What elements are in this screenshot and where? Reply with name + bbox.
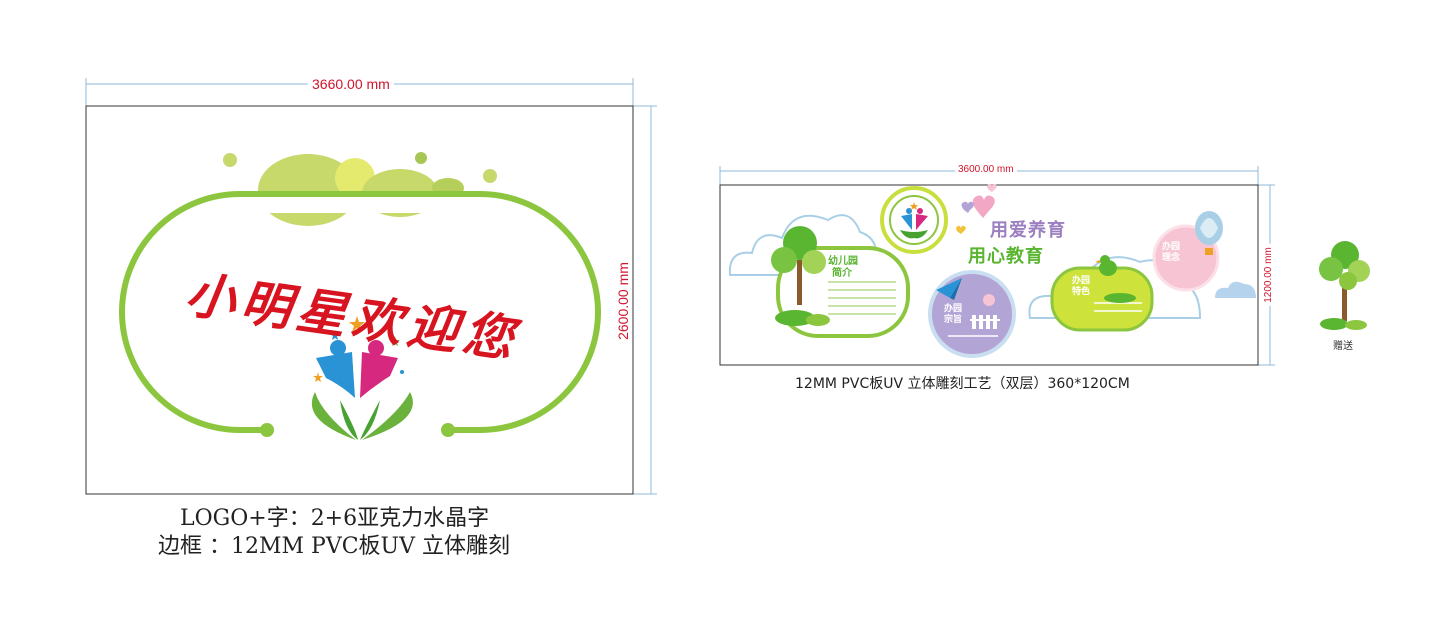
- panel-concept-title: 办园 理念: [1162, 242, 1180, 264]
- slogan-line1: 用爱养育: [990, 220, 1066, 241]
- left-height-label: 2600.00 mm: [613, 258, 632, 344]
- logo-people-icon: [311, 316, 413, 440]
- logo-people-icon: [900, 202, 928, 239]
- bird-icon: [1095, 255, 1136, 303]
- cloud-icon: [1215, 281, 1256, 298]
- tree-icon: [1319, 241, 1370, 330]
- panel-purpose-title: 办园 宗旨: [944, 304, 962, 326]
- right-height-label: 1200.00 mm: [1261, 244, 1276, 306]
- left-caption-line1: LOGO+字：2+6亚克力水晶字: [180, 506, 490, 531]
- panel-intro-title-line1: 幼儿园: [828, 256, 858, 267]
- left-caption-line2: 边框 ：12MM PVC板UV 立体雕刻: [158, 534, 510, 559]
- panel-purpose-title-line1: 办园: [944, 304, 963, 314]
- left-board-graphic: [85, 78, 657, 495]
- panel-concept-title-line1: 办园: [1162, 242, 1181, 252]
- heart-icon: [956, 183, 997, 234]
- panel-feature-title-line2: 特色: [1072, 287, 1091, 297]
- paper-plane-icon: [936, 278, 962, 300]
- hot-air-balloon-icon: [1195, 211, 1223, 255]
- right-board-graphic: [719, 166, 1275, 366]
- right-caption: 12MM PVC板UV 立体雕刻工艺（双层）360*120CM: [795, 376, 1130, 392]
- panel-feature-title-line1: 办园: [1072, 276, 1091, 286]
- fence-icon: [970, 294, 1000, 329]
- panel-intro-lines: [828, 281, 896, 315]
- panel-purpose-title-line2: 宗旨: [944, 315, 963, 325]
- panel-feature-lines: [1094, 302, 1142, 312]
- gift-label: 赠送: [1333, 341, 1353, 352]
- panel-feature-title: 办园 特色: [1072, 276, 1090, 298]
- green-rounded-frame: [118, 191, 602, 433]
- slogan-line2: 用心教育: [968, 246, 1044, 267]
- tree-icon: [771, 226, 830, 326]
- panel-purpose: [928, 270, 1016, 358]
- panel-intro-title: 幼儿园 简介: [828, 256, 858, 280]
- right-width-label: 3600.00 mm: [955, 163, 1017, 177]
- left-width-label: 3660.00 mm: [308, 75, 394, 93]
- panel-intro-title-line2: 简介: [832, 268, 852, 279]
- panel-concept-title-line2: 理念: [1162, 253, 1181, 263]
- panel-feature: [1050, 266, 1154, 332]
